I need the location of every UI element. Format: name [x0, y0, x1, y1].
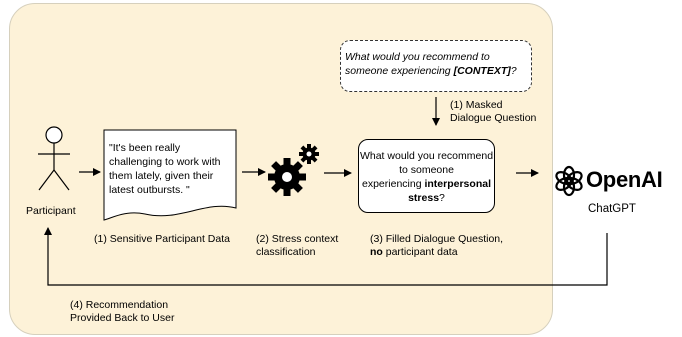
stress-caption-line2: classification	[256, 246, 316, 258]
masked-question-line1: What would you recommend to	[345, 51, 490, 63]
filled-caption-line2: no participant data	[370, 246, 458, 259]
context-token: [CONTEXT]	[453, 65, 511, 77]
openai-logo-icon	[555, 165, 583, 197]
filled-context-token: interpersonal	[424, 178, 491, 190]
filled-question-box: What would you recommend to someone expe…	[358, 139, 495, 213]
gears-icon	[268, 144, 319, 196]
filled-question-line1: What would you recommend	[359, 150, 494, 162]
filled-context-token-2: stress	[408, 192, 440, 204]
masked-caption-line2: Dialogue Question	[450, 112, 537, 124]
masked-question-box: What would you recommend to someone expe…	[340, 40, 532, 92]
filled-question-line3-prefix: experiencing	[362, 178, 425, 190]
participant-label: Participant	[26, 205, 76, 217]
masked-question-suffix: ?	[510, 65, 517, 77]
masked-question-prefix: someone experiencing	[345, 65, 454, 77]
filled-caption-rest: participant data	[382, 246, 458, 258]
filled-question-line3: experiencing interpersonal	[359, 177, 494, 191]
recommendation-caption-line1: (4) Recommendation	[70, 299, 169, 311]
sensitive-data-caption: (1) Sensitive Participant Data	[94, 233, 230, 245]
arrow-recommendation-return	[44, 227, 608, 286]
recommendation-caption-line2: Provided Back to User	[70, 312, 175, 324]
chatgpt-label: ChatGPT	[588, 203, 636, 215]
participant-icon	[38, 126, 70, 191]
masked-question-line2: someone experiencing [CONTEXT]?	[345, 64, 531, 78]
stress-caption-line1: (2) Stress context	[256, 233, 339, 245]
masked-caption-line1: (1) Masked	[450, 99, 503, 111]
document-shape	[103, 129, 237, 221]
filled-question-line2: to someone	[399, 164, 454, 176]
filled-question-suffix: ?	[439, 192, 445, 204]
openai-wordmark: OpenAI	[586, 167, 663, 192]
filled-question-line4: stress?	[359, 191, 494, 205]
filled-caption-no: no	[370, 246, 383, 258]
filled-caption-line1: (3) Filled Dialogue Question,	[370, 233, 504, 245]
participant-quote: "It's been really challenging to work wi…	[109, 142, 221, 196]
